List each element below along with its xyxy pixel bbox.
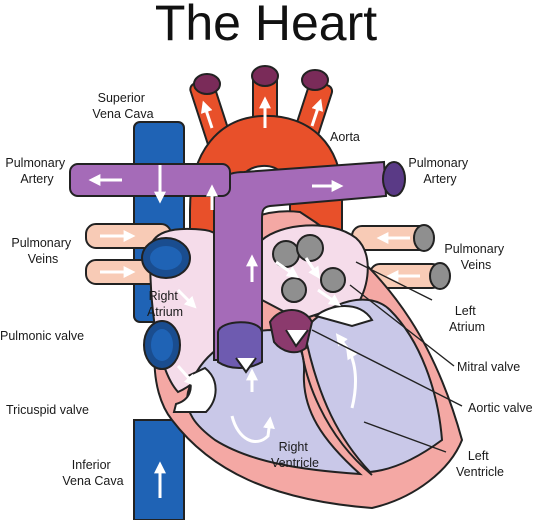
label-aortic-valve: Aortic valve [468, 401, 533, 415]
valves [172, 305, 374, 413]
label-right-ventricle: Right Ventricle [271, 440, 319, 470]
label-left-ventricle: Left Ventricle [456, 449, 504, 479]
label-tricuspid-valve: Tricuspid valve [6, 403, 89, 417]
pulmonary-artery [69, 160, 406, 361]
label-pulmonary-artery-left: Pulmonary Artery [5, 156, 68, 186]
label-right-atrium: Right Atrium [147, 289, 183, 319]
label-left-atrium: Left Atrium [449, 304, 485, 334]
label-aorta: Aorta [330, 130, 360, 144]
label-pulmonary-artery-right: Pulmonary Artery [408, 156, 471, 186]
label-pulmonary-veins-left: Pulmonary Veins [11, 236, 74, 266]
label-inferior-vena-cava: Inferior Vena Cava [62, 458, 123, 488]
leader-lines [311, 261, 463, 453]
diagram-title: The Heart [155, 0, 377, 51]
label-pulmonary-veins-right: Pulmonary Veins [444, 242, 507, 272]
label-pulmonic-valve: Pulmonic valve [0, 329, 84, 343]
vessel-openings [141, 234, 346, 370]
label-superior-vena-cava: Superior Vena Cava [92, 91, 153, 121]
label-mitral-valve: Mitral valve [457, 360, 520, 374]
flow-arrows [88, 96, 420, 498]
labels: Superior Vena Cava Aorta Pulmonary Arter… [0, 91, 533, 488]
